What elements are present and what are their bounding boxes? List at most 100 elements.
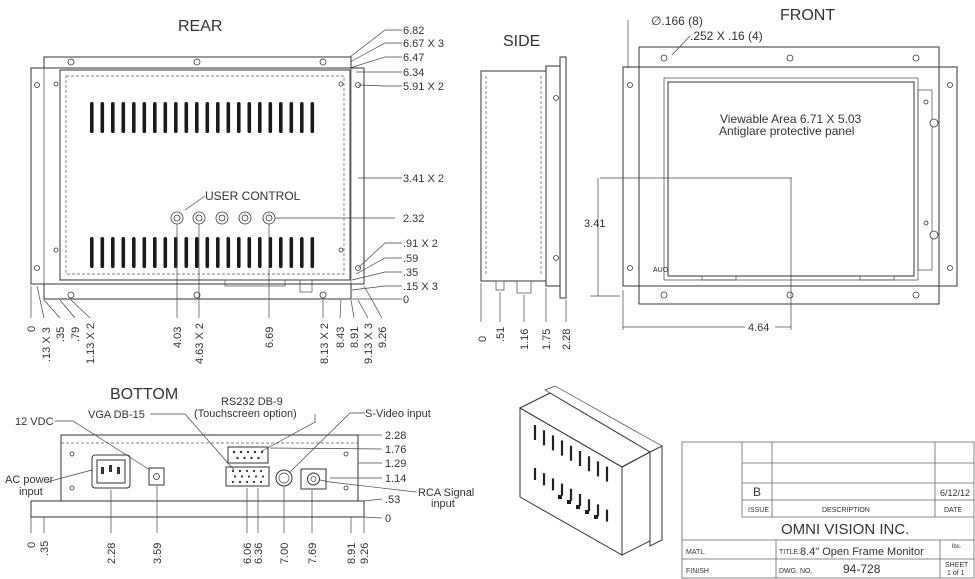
vent-slot [289, 237, 294, 268]
label-rca-signal: RCA Signal [418, 487, 474, 499]
vent-slot [100, 237, 105, 268]
front-bezel [638, 66, 940, 287]
connector-pin [240, 475, 244, 478]
control-button [195, 214, 203, 222]
rear-bottom-tab [43, 283, 352, 300]
rear-dim: .35 [403, 267, 418, 279]
leader-rca [319, 479, 417, 493]
rear-dim: .59 [403, 253, 418, 265]
connector-pin [257, 456, 260, 460]
rear-dim: .91 X 2 [403, 238, 438, 250]
sheet-of: 1 of 1 [947, 570, 965, 577]
rear-hole [338, 81, 344, 87]
finish-label: FINISH [686, 568, 709, 575]
front-hole [660, 54, 668, 62]
front-hole [947, 265, 953, 271]
vent-slot [121, 102, 126, 133]
vent-slot [216, 237, 220, 268]
side-connector [495, 280, 505, 291]
title-prefix: TITLE: [779, 549, 800, 556]
vent-slot [184, 102, 189, 133]
rear-dim: 9.13 X 3 [363, 323, 375, 364]
rear-dim: 8.91 [349, 327, 361, 348]
vent-slot [90, 102, 94, 133]
title-block-frame [681, 441, 975, 579]
front-hole [929, 118, 939, 128]
bottom-hole [69, 485, 75, 491]
rear-hole [34, 82, 40, 88]
vent-slot [111, 102, 115, 133]
rear-view: REAR USER CONTROL [26, 18, 444, 364]
vent-slot [132, 237, 136, 268]
vent-slot [153, 237, 157, 268]
label-rca-input: input [431, 498, 455, 510]
connector-pin [233, 475, 237, 478]
ac-power-inlet [91, 454, 131, 489]
rear-connector-strip [224, 279, 286, 287]
rear-view-title: REAR [178, 18, 222, 35]
label-touchscreen: (Touchscreen option) [194, 408, 297, 420]
rear-dim: 6.69 [264, 327, 276, 348]
connector-pin [239, 450, 243, 454]
sheet-label: SHEET [945, 562, 969, 569]
connector-pin [232, 450, 236, 454]
rear-dim: 4.63 X 2 [194, 323, 206, 364]
rear-dim: 6.82 [403, 25, 424, 37]
rear-body-inner [65, 75, 345, 275]
connector-pin [246, 450, 250, 454]
iso-buttons [558, 495, 598, 519]
bottom-dim: 6.36 [253, 543, 265, 564]
side-connector [516, 280, 532, 294]
vent-slot [226, 102, 231, 133]
rear-dim: 8.13 X 2 [319, 323, 331, 364]
front-dim-horizontal: 4.64 [748, 322, 769, 334]
protective-panel: Antiglare protective panel [719, 124, 854, 138]
user-control-buttons [170, 211, 276, 225]
revision-date: 6/12/12 [940, 488, 970, 498]
rear-hole [53, 247, 59, 253]
ac-pin [109, 465, 112, 472]
bottom-dim: 1.14 [385, 473, 406, 485]
vent-slot [195, 102, 199, 133]
front-hole [786, 291, 794, 299]
rear-dim: 2.32 [403, 213, 424, 225]
rear-bottom-dim-leaders [30, 224, 383, 319]
leader-12vdc [55, 420, 151, 471]
svideo-inner [278, 472, 290, 484]
rear-hole [67, 58, 75, 66]
bottom-dim: 9.26 [359, 543, 371, 564]
vent-slot [216, 102, 220, 133]
vga-connector [225, 466, 270, 487]
rear-connector [299, 279, 313, 293]
vent-slot [153, 102, 157, 133]
front-view: FRONT ∅.166 (8) .252 X .16 (4) Viewable … [584, 7, 958, 334]
dwg-number: 94-728 [843, 562, 881, 576]
rear-hole [319, 58, 327, 66]
revision-value: B [753, 485, 761, 499]
vent-slot [310, 237, 315, 268]
iso-front-face [621, 451, 651, 556]
vent-slot [121, 237, 126, 268]
side-view-title: SIDE [503, 33, 540, 50]
connector-pin [238, 480, 242, 484]
vent-slot [205, 237, 210, 268]
front-hole [947, 82, 953, 88]
iso-top-face [518, 392, 652, 468]
connector-pin [231, 469, 235, 473]
front-side-bracket [917, 89, 933, 271]
front-pcb-strip [701, 275, 737, 281]
rear-dim: 3.41 X 2 [403, 173, 444, 185]
leader-svideo [289, 412, 365, 473]
connector-pin [236, 456, 239, 460]
control-button [218, 214, 226, 222]
bottom-dim: 1.76 [385, 444, 406, 456]
rear-dim: 4.03 [172, 327, 184, 348]
panel-mark: AUO [653, 267, 669, 274]
front-pcb-strip [859, 275, 895, 281]
bottom-dim-leader [363, 498, 383, 502]
label-ac-input: input [19, 486, 43, 498]
leader-ac [46, 469, 93, 483]
vent-slot [132, 102, 136, 133]
connector-pin [245, 480, 249, 484]
bottom-dim: 0 [385, 513, 391, 525]
